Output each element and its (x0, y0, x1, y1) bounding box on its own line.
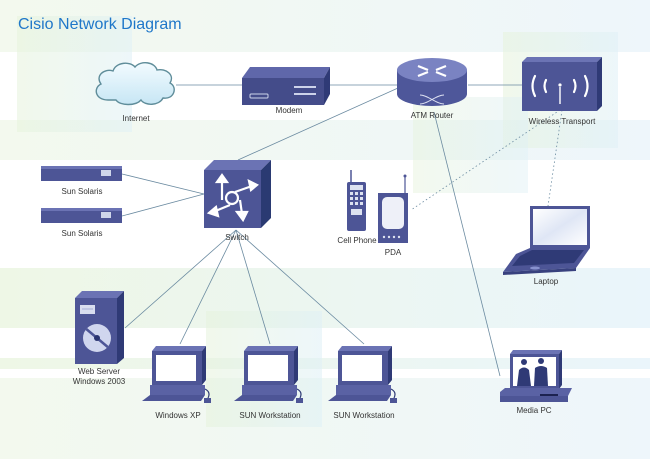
windows-xp-workstation-icon[interactable] (142, 346, 211, 403)
windows-xp-label: Windows XP (155, 411, 201, 420)
modem-label: Modem (275, 106, 303, 115)
sun-workstation-1-icon[interactable] (234, 346, 303, 403)
sun-solaris-server-1-icon[interactable] (41, 166, 122, 181)
connections (121, 84, 563, 377)
web-server-label-line2: Windows 2003 (72, 377, 126, 386)
link-switch-webserver (124, 229, 237, 329)
web-server-label-line1: Web Server (77, 367, 121, 376)
internet-label: Internet (122, 114, 150, 123)
link-router-mediapc (433, 111, 501, 377)
sun-solaris-1-label: Sun Solaris (61, 187, 103, 196)
media-pc-icon[interactable] (500, 350, 572, 402)
modem-icon[interactable] (242, 67, 330, 105)
sun-solaris-2-label: Sun Solaris (61, 229, 103, 238)
pda-label: PDA (384, 248, 402, 257)
atm-router-icon[interactable] (397, 58, 467, 106)
atm-router-label: ATM Router (410, 111, 454, 120)
cell-phone-icon[interactable] (347, 170, 366, 231)
switch-label: Switch (225, 233, 249, 242)
sun-solaris-server-2-icon[interactable] (41, 208, 122, 223)
sun-workstation-2-label: SUN Workstation (333, 411, 395, 420)
media-pc-label: Media PC (516, 406, 552, 415)
link-switch-winxp (179, 229, 237, 345)
link-switch-sunws2 (235, 229, 365, 345)
laptop-label: Laptop (533, 277, 559, 286)
cell-phone-label: Cell Phone (337, 236, 377, 245)
laptop-icon[interactable] (503, 206, 590, 275)
link-solaris1-switch (121, 173, 205, 195)
link-router-switch (237, 87, 399, 161)
wireless-transport-icon[interactable] (522, 57, 602, 111)
sun-workstation-2-icon[interactable] (328, 346, 397, 403)
switch-icon[interactable] (204, 160, 271, 228)
link-wireless-laptop (547, 109, 563, 207)
pda-icon[interactable] (378, 174, 408, 244)
wireless-transport-label: Wireless Transport (528, 117, 596, 126)
internet-cloud-icon[interactable] (95, 62, 175, 106)
link-switch-sunws1 (235, 229, 271, 345)
link-solaris2-switch (121, 193, 205, 217)
web-server-icon[interactable] (75, 291, 124, 364)
sun-workstation-1-label: SUN Workstation (239, 411, 301, 420)
diagram-title: Cisio Network Diagram (18, 16, 182, 33)
